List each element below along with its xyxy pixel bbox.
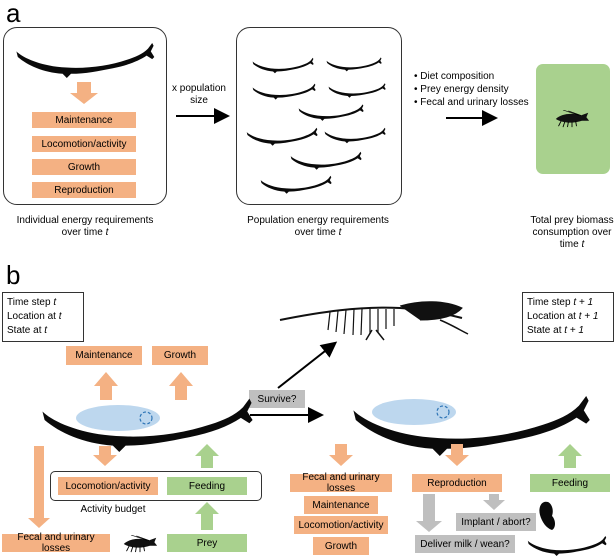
whale-icon [246, 127, 318, 146]
reserves-ellipse-left [76, 405, 160, 431]
fetus-icon [539, 501, 555, 530]
growth-box-right: Growth [313, 537, 369, 555]
down-arrow-icon [416, 494, 442, 532]
down-arrow-icon [445, 444, 469, 466]
implant-box: Implant / abort? [456, 513, 536, 531]
individual-maintenance-box: Maintenance [32, 112, 136, 128]
calf-whale-icon [527, 536, 607, 556]
activity-budget-frame [50, 471, 262, 501]
whale-icon [326, 57, 382, 72]
state-box-right: Time step t + 1 Location at t + 1 State … [522, 292, 614, 342]
down-arrow-icon [329, 444, 353, 466]
whale-skeleton-icon [279, 301, 469, 341]
panel-a-letter: a [6, 0, 21, 28]
bullet-item: • Diet composition [414, 71, 495, 82]
reproduction-box: Reproduction [412, 474, 502, 492]
individual-growth-box: Growth [32, 159, 136, 175]
up-arrow-icon [558, 444, 582, 468]
fecal-losses-box-right: Fecal and urinary losses [290, 472, 392, 494]
down-arrow-icon [483, 494, 505, 510]
reserves-ellipse-right [372, 399, 456, 425]
diagonal-arrow-icon [277, 341, 338, 389]
up-arrow-icon [169, 372, 193, 400]
down-arrow-icon [93, 446, 117, 466]
up-arrow-icon [94, 372, 118, 400]
prey-box: Prey [167, 534, 247, 552]
survive-box: Survive? [249, 390, 305, 408]
down-arrow-icon [28, 446, 50, 528]
whale-icon [290, 151, 362, 170]
individual-locomotion-box: Locomotion/activity [32, 136, 136, 152]
activity-budget-label: Activity budget [80, 504, 146, 515]
locomotion-box-right: Locomotion/activity [294, 516, 388, 534]
bullet-item: • Fecal and urinary losses [414, 97, 529, 108]
conversion-factors-list: • Diet composition • Prey energy density… [414, 70, 544, 109]
cycle-icon [139, 411, 153, 425]
whale-icon [260, 175, 332, 194]
maintenance-box: Maintenance [66, 346, 142, 365]
down-arrow-icon [70, 82, 98, 104]
whale-icon [252, 83, 316, 100]
whale-icon [328, 83, 386, 98]
bullet-item: • Prey energy density [414, 84, 509, 95]
whale-icon [252, 57, 314, 74]
whale-icon [324, 127, 386, 144]
krill-icon [555, 110, 590, 128]
krill-icon [123, 535, 158, 553]
panel-b-letter: b [6, 260, 21, 290]
up-arrow-icon [195, 502, 219, 530]
maintenance-box-right: Maintenance [304, 496, 378, 514]
growth-box: Growth [152, 346, 208, 365]
deliver-milk-box: Deliver milk / wean? [415, 535, 515, 553]
whale-icon [16, 43, 155, 78]
individual-reproduction-box: Reproduction [32, 182, 136, 198]
state-box-left: Time step t Location at t State at t [2, 292, 84, 342]
feeding-box-left: Feeding [167, 477, 247, 495]
cycle-icon [436, 405, 450, 419]
feeding-box-right: Feeding [530, 474, 610, 492]
locomotion-box: Locomotion/activity [58, 477, 158, 495]
up-arrow-icon [195, 444, 219, 468]
fecal-losses-box-left: Fecal and urinary losses [2, 532, 110, 554]
whale-icon [298, 104, 364, 121]
